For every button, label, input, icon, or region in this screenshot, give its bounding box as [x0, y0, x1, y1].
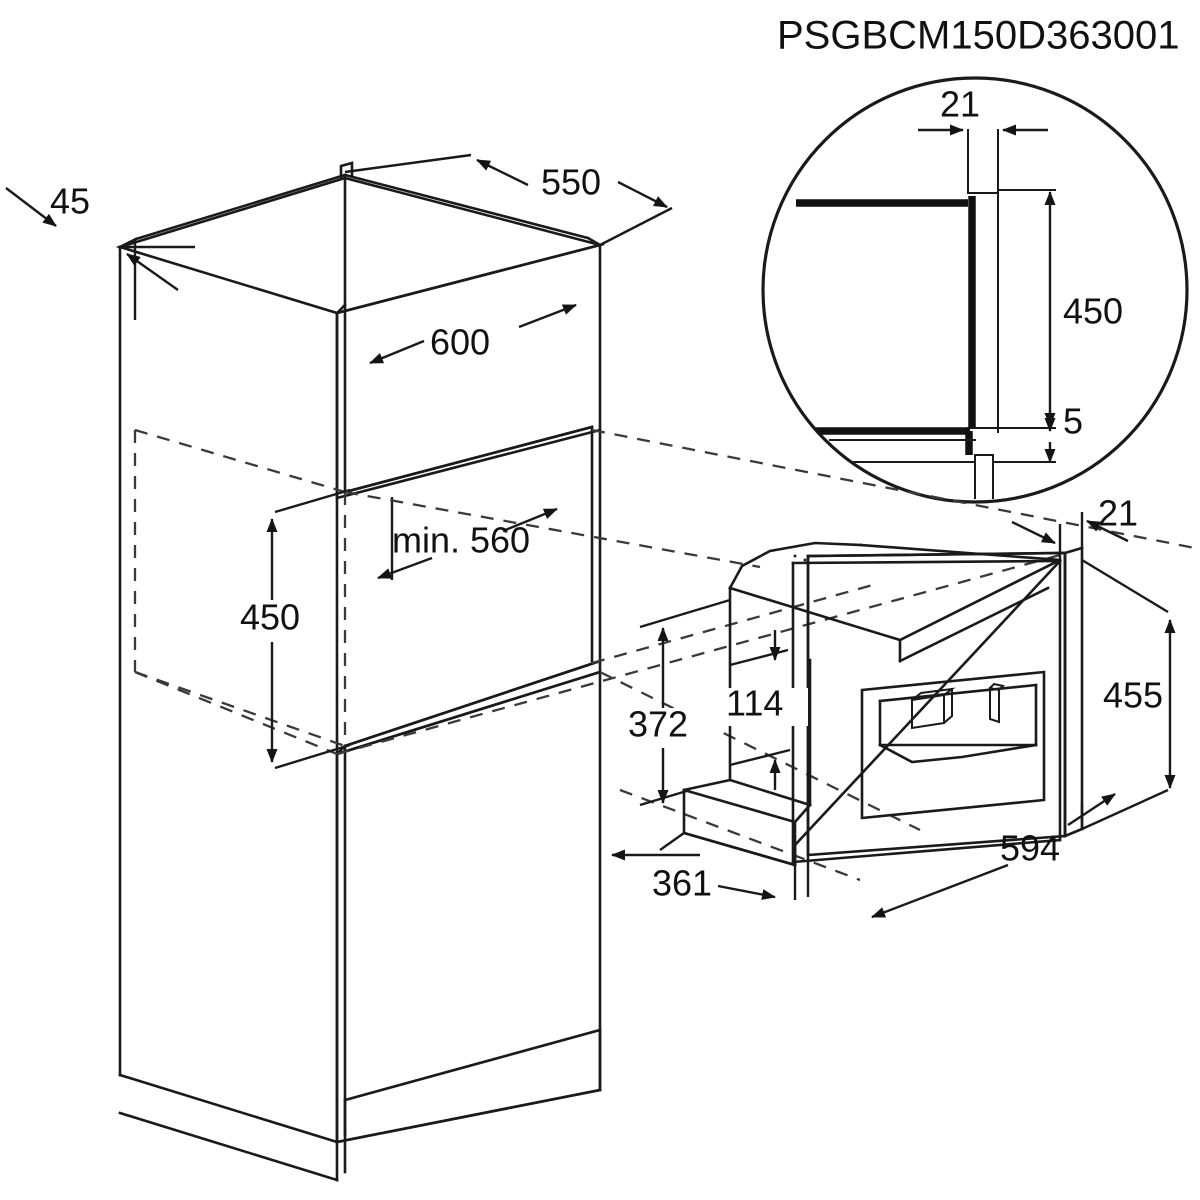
dimension-label-45: 45	[50, 181, 90, 222]
dimension-detail-450: 450	[1044, 191, 1123, 427]
projection-guide-lines	[336, 428, 1196, 882]
dimension-label-600: 600	[430, 322, 490, 363]
dimension-label-450-detail: 450	[1063, 291, 1123, 332]
dimension-label-21-appliance: 21	[1098, 493, 1138, 534]
detail-circle-contents	[763, 129, 1056, 502]
machine-body-top	[728, 541, 1062, 663]
dimension-label-5-detail: 5	[1063, 401, 1083, 442]
dimension-label-361: 361	[652, 863, 712, 904]
machine-dispenser-recess	[860, 670, 1046, 820]
drawing-title: PSGBCM150D363001	[777, 14, 1179, 58]
detail-circle-outline	[761, 76, 1189, 504]
dimension-appliance-114: 114	[722, 630, 808, 790]
dimension-label-450-niche: 450	[240, 597, 300, 638]
dimension-appliance-455: 455	[1081, 558, 1176, 831]
machine-front-fascia	[791, 551, 1067, 864]
cabinet-assembly	[115, 161, 606, 1182]
machine-body-left-side	[728, 586, 812, 807]
cabinet-top-panel	[115, 161, 606, 315]
dimension-label-21-detail: 21	[940, 84, 980, 125]
cabinet-front-lower-panel	[335, 670, 602, 1144]
dimension-label-594: 594	[1000, 828, 1060, 869]
machine-right-side-panel	[1063, 546, 1084, 838]
cabinet-niche-shelf	[335, 425, 602, 756]
cabinet-hidden-edges	[133, 428, 347, 756]
dimension-detail-5: 5	[1044, 401, 1083, 463]
cabinet-niche-top	[343, 425, 594, 494]
dimension-detail-21: 21	[918, 84, 1048, 136]
detail-circle-callout: 21 450 5	[761, 76, 1189, 504]
dimension-label-min-560: min. 560	[392, 520, 530, 561]
steam-wand-icon	[988, 682, 1005, 724]
dimension-depth-550: 550	[344, 153, 673, 247]
dimension-label-550: 550	[541, 162, 601, 203]
coffee-machine-assembly	[682, 541, 1084, 867]
dimension-appliance-372: 372	[624, 598, 731, 807]
dimension-niche-height-450: 450	[236, 488, 351, 770]
dimension-label-455: 455	[1103, 675, 1163, 716]
coffee-spout-icon	[910, 687, 956, 730]
dimension-label-114: 114	[726, 683, 783, 724]
cabinet-plinth-toe-kick	[118, 1028, 602, 1182]
cabinet-left-side-wall	[118, 245, 339, 1144]
dimension-label-372: 372	[628, 704, 688, 745]
dimension-overhang-45: 45	[5, 181, 195, 320]
dimension-appliance-21: 21	[1011, 493, 1138, 561]
dimension-niche-depth-560: min. 560	[377, 497, 558, 580]
dimension-appliance-594: 594	[806, 792, 1116, 919]
dimension-width-600: 600	[369, 303, 577, 365]
dimension-appliance-361: 361	[611, 832, 797, 904]
machine-plinth-drawer	[682, 778, 812, 867]
